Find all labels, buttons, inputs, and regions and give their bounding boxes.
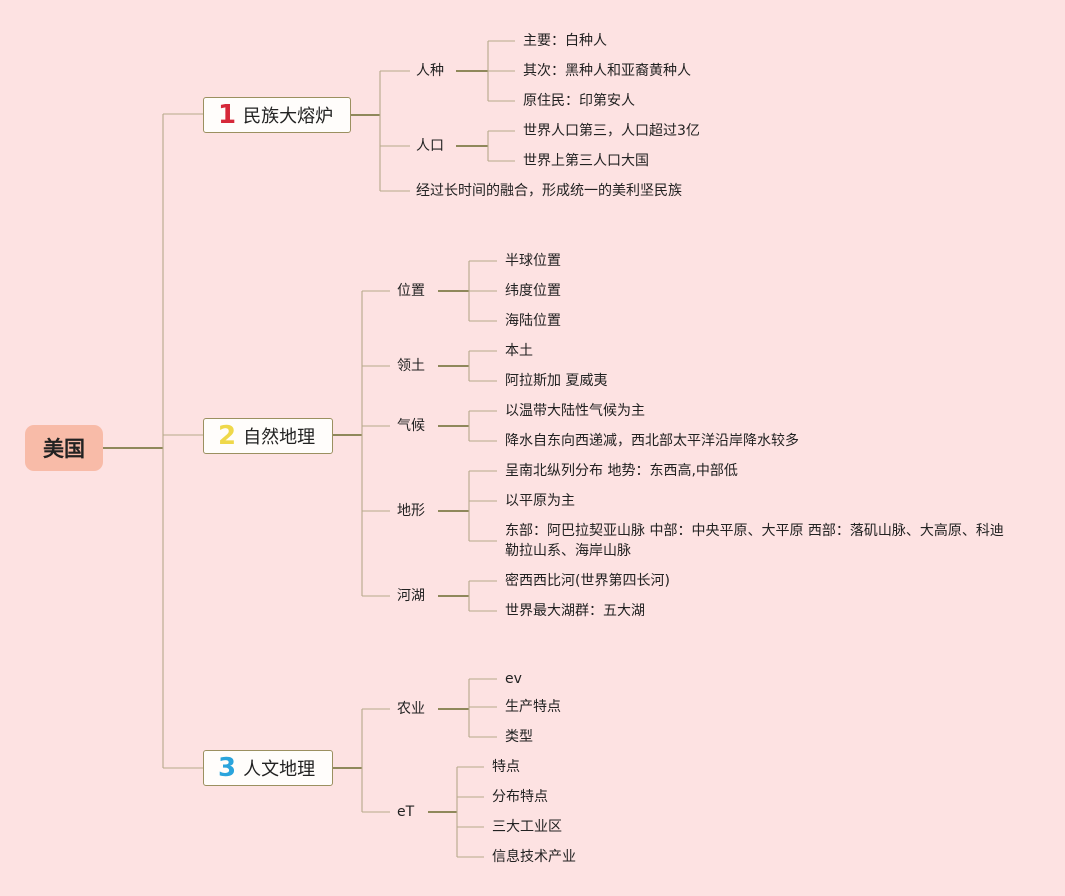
leaf-territory-1[interactable]: 本土 (505, 343, 533, 359)
node-climate[interactable]: 气候 (397, 418, 425, 434)
leaf-climate-2[interactable]: 降水自东向西递减，西北部太平洋沿岸降水较多 (505, 433, 799, 449)
leaf-position-1[interactable]: 半球位置 (505, 253, 561, 269)
leaf-ind-1[interactable]: 特点 (492, 759, 520, 775)
leaf-race-2[interactable]: 其次：黑种人和亚裔黄种人 (523, 63, 691, 79)
branch-label-1: 民族大熔炉 (243, 106, 334, 127)
leaf-race-3[interactable]: 原住民：印第安人 (523, 93, 635, 109)
node-territory[interactable]: 领土 (397, 358, 425, 374)
leaf-pop-1[interactable]: 世界人口第三，人口超过3亿 (523, 123, 700, 139)
leaf-ind-2[interactable]: 分布特点 (492, 789, 548, 805)
leaf-position-2[interactable]: 纬度位置 (505, 283, 561, 299)
node-rivers[interactable]: 河湖 (397, 588, 425, 604)
leaf-terrain-3[interactable]: 东部：阿巴拉契亚山脉 中部：中央平原、大平原 西部：落矶山脉、大高原、科迪勒拉山… (505, 523, 1004, 559)
node-agriculture[interactable]: 农业 (397, 701, 425, 717)
leaf-agri-1[interactable]: ev (505, 671, 522, 687)
leaf-agri-2[interactable]: 生产特点 (505, 699, 561, 715)
branch-node-3[interactable]: 3 人文地理 (203, 750, 333, 786)
leaf-pop-2[interactable]: 世界上第三人口大国 (523, 153, 649, 169)
node-industry[interactable]: eT (397, 804, 415, 820)
leaf-position-3[interactable]: 海陆位置 (505, 313, 561, 329)
branch-node-1[interactable]: 1 民族大熔炉 (203, 97, 351, 133)
leaf-rivers-1[interactable]: 密西西比河(世界第四长河) (505, 573, 670, 589)
node-race[interactable]: 人种 (416, 63, 444, 79)
root-node[interactable]: 美国 (25, 425, 103, 471)
leaf-rivers-2[interactable]: 世界最大湖群：五大湖 (505, 603, 645, 619)
leaf-territory-2[interactable]: 阿拉斯加 夏威夷 (505, 373, 608, 389)
leaf-race-1[interactable]: 主要：白种人 (523, 33, 607, 49)
leaf-ind-3[interactable]: 三大工业区 (492, 819, 562, 835)
node-population[interactable]: 人口 (416, 138, 444, 154)
branch-number-2: 2 (218, 421, 237, 451)
root-label: 美国 (43, 437, 85, 461)
branch-label-3: 人文地理 (243, 759, 316, 780)
node-terrain[interactable]: 地形 (397, 503, 425, 519)
leaf-ind-4[interactable]: 信息技术产业 (492, 849, 576, 865)
leaf-climate-1[interactable]: 以温带大陆性气候为主 (505, 403, 645, 419)
leaf-terrain-2[interactable]: 以平原为主 (505, 493, 575, 509)
branch-number-3: 3 (218, 753, 237, 783)
branch-number-1: 1 (218, 100, 237, 130)
branch-label-2: 自然地理 (243, 427, 316, 448)
branch-node-2[interactable]: 2 自然地理 (203, 418, 333, 454)
node-position[interactable]: 位置 (397, 283, 425, 299)
leaf-agri-3[interactable]: 类型 (505, 729, 533, 745)
node-fusion[interactable]: 经过长时间的融合，形成统一的美利坚民族 (416, 183, 682, 199)
leaf-terrain-1[interactable]: 呈南北纵列分布 地势：东西高,中部低 (505, 463, 738, 479)
